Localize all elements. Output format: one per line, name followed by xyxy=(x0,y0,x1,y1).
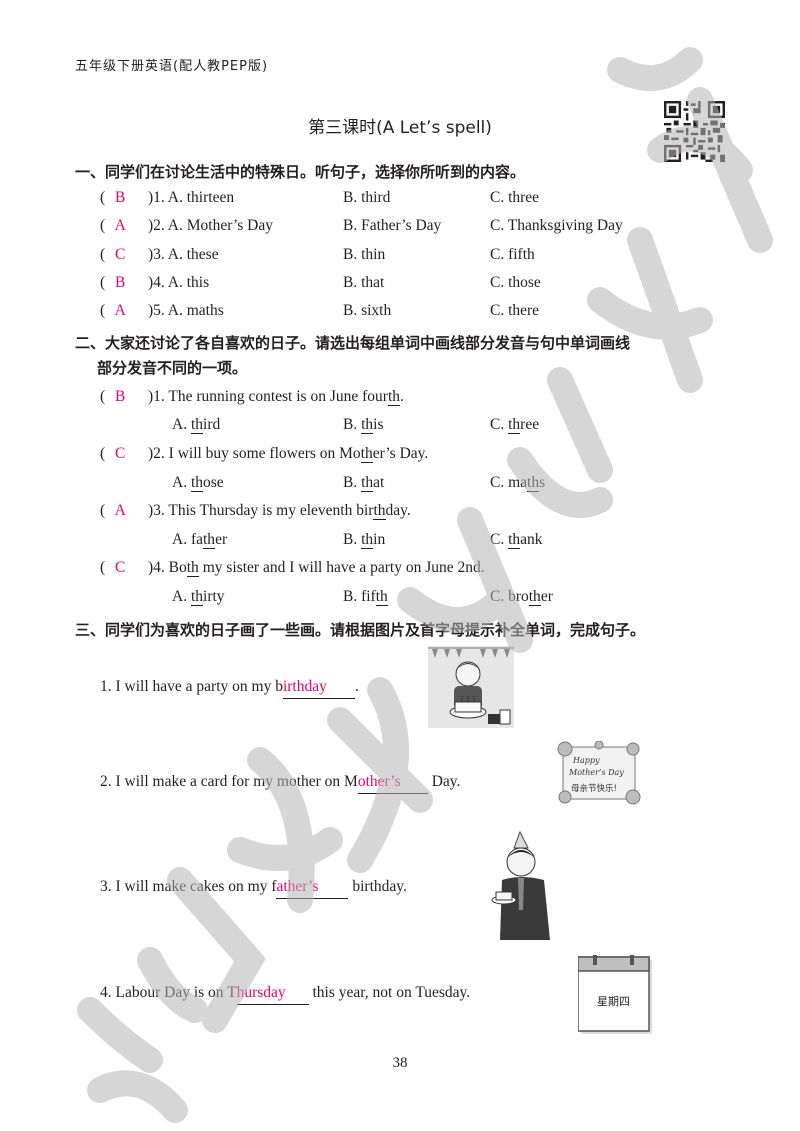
page-number: 38 xyxy=(392,1055,408,1071)
option-c: C. thank xyxy=(490,531,543,549)
calendar-icon xyxy=(578,955,652,1034)
card-text-line3: 母亲节快乐! xyxy=(571,783,617,794)
answer-letter: A xyxy=(114,502,126,519)
answer-letter: B xyxy=(115,189,126,206)
fill-sentence: 2. I will make a card for my mother on M… xyxy=(100,771,460,794)
option-b: B. Father’s Day xyxy=(343,217,442,234)
fill-answer: other’s xyxy=(357,771,428,794)
section1-heading: 一、同学们在讨论生活中的特殊日。听句子，选择你所听到的内容。 xyxy=(75,163,526,181)
section2-heading-line2: 部分发音不同的一项。 xyxy=(97,359,248,377)
option-c: C. three xyxy=(490,416,540,434)
option-a: )3. A. these xyxy=(148,246,219,263)
option-a: )1. A. thirteen xyxy=(148,189,235,206)
option-c: C. there xyxy=(490,302,540,319)
option-a: )4. A. this xyxy=(148,274,210,291)
fill-sentence: 4. Labour Day is on Thursday this year, … xyxy=(100,982,470,1005)
calendar-weekday: 星期四 xyxy=(597,995,630,1008)
option-b: B. that xyxy=(343,474,385,492)
answer-bracket: (C xyxy=(100,557,135,579)
question-sentence: )3. This Thursday is my eleventh birthda… xyxy=(148,502,411,520)
birthday-party-illustration xyxy=(428,646,514,728)
fill-answer: ather’s xyxy=(276,876,349,899)
option-a: A. third xyxy=(172,416,221,434)
card-text-line2: Mother’s Day xyxy=(568,768,624,777)
answer-bracket: (C xyxy=(100,244,135,266)
fill-sentence: 1. I will have a party on my birthday. xyxy=(100,676,359,699)
option-c: C. brother xyxy=(490,588,553,606)
option-a: A. those xyxy=(172,474,224,492)
calendar-illustration: 星期四 xyxy=(578,955,653,1035)
option-a: )2. A. Mother’s Day xyxy=(148,217,273,234)
answer-bracket: (B xyxy=(100,386,135,408)
option-c: C. Thanksgiving Day xyxy=(490,217,623,234)
lesson-title: 第三课时(A Let’s spell) xyxy=(308,118,492,138)
answer-letter: C xyxy=(115,445,126,462)
mothers-day-card-illustration: Happy Mother’s Day 母亲节快乐! xyxy=(557,741,641,805)
answer-bracket: (B xyxy=(100,272,135,294)
answer-bracket: (A xyxy=(100,215,135,237)
option-c: C. those xyxy=(490,274,541,291)
question-sentence: )2. I will buy some flowers on Mother’s … xyxy=(148,445,429,463)
option-c: C. maths xyxy=(490,474,546,492)
answer-letter: C xyxy=(115,559,126,576)
card-text-line1: Happy xyxy=(572,756,600,765)
fill-sentence: 3. I will make cakes on my father’s birt… xyxy=(100,876,407,899)
option-c: C. fifth xyxy=(490,246,535,263)
qr-code-icon xyxy=(664,101,725,162)
section2-heading-line1: 二、大家还讨论了各自喜欢的日子。请选出每组单词中画线部分发音与句中单词画线 xyxy=(75,334,631,352)
fill-answer: hursday xyxy=(236,982,309,1005)
option-b: B. this xyxy=(343,416,384,434)
section3-heading: 三、同学们为喜欢的日子画了一些画。请根据图片及首字母提示补全单词，完成句子。 xyxy=(75,621,646,639)
option-a: A. father xyxy=(172,531,228,549)
answer-letter: A xyxy=(114,302,126,319)
answer-letter: B xyxy=(115,274,126,291)
option-b: B. third xyxy=(343,189,391,206)
option-a: A. thirty xyxy=(172,588,225,606)
option-b: B. sixth xyxy=(343,302,392,319)
option-b: B. thin xyxy=(343,246,386,263)
answer-bracket: (C xyxy=(100,443,135,465)
fill-answer: irthday xyxy=(282,676,355,699)
book-header: 五年级下册英语(配人教PEP版) xyxy=(75,59,269,74)
option-a: )5. A. maths xyxy=(148,302,224,319)
option-b: B. fifth xyxy=(343,588,388,606)
answer-letter: B xyxy=(115,388,126,405)
father-birthday-illustration xyxy=(491,830,550,940)
option-b: B. thin xyxy=(343,531,386,549)
option-b: B. that xyxy=(343,274,385,291)
answer-bracket: (A xyxy=(100,300,135,322)
answer-letter: C xyxy=(115,246,126,263)
question-sentence: )4. Both my sister and I will have a par… xyxy=(148,559,485,577)
answer-bracket: (A xyxy=(100,500,135,522)
answer-letter: A xyxy=(114,217,126,234)
answer-bracket: (B xyxy=(100,187,135,209)
question-sentence: )1. The running contest is on June fourt… xyxy=(148,388,404,406)
option-c: C. three xyxy=(490,189,540,206)
